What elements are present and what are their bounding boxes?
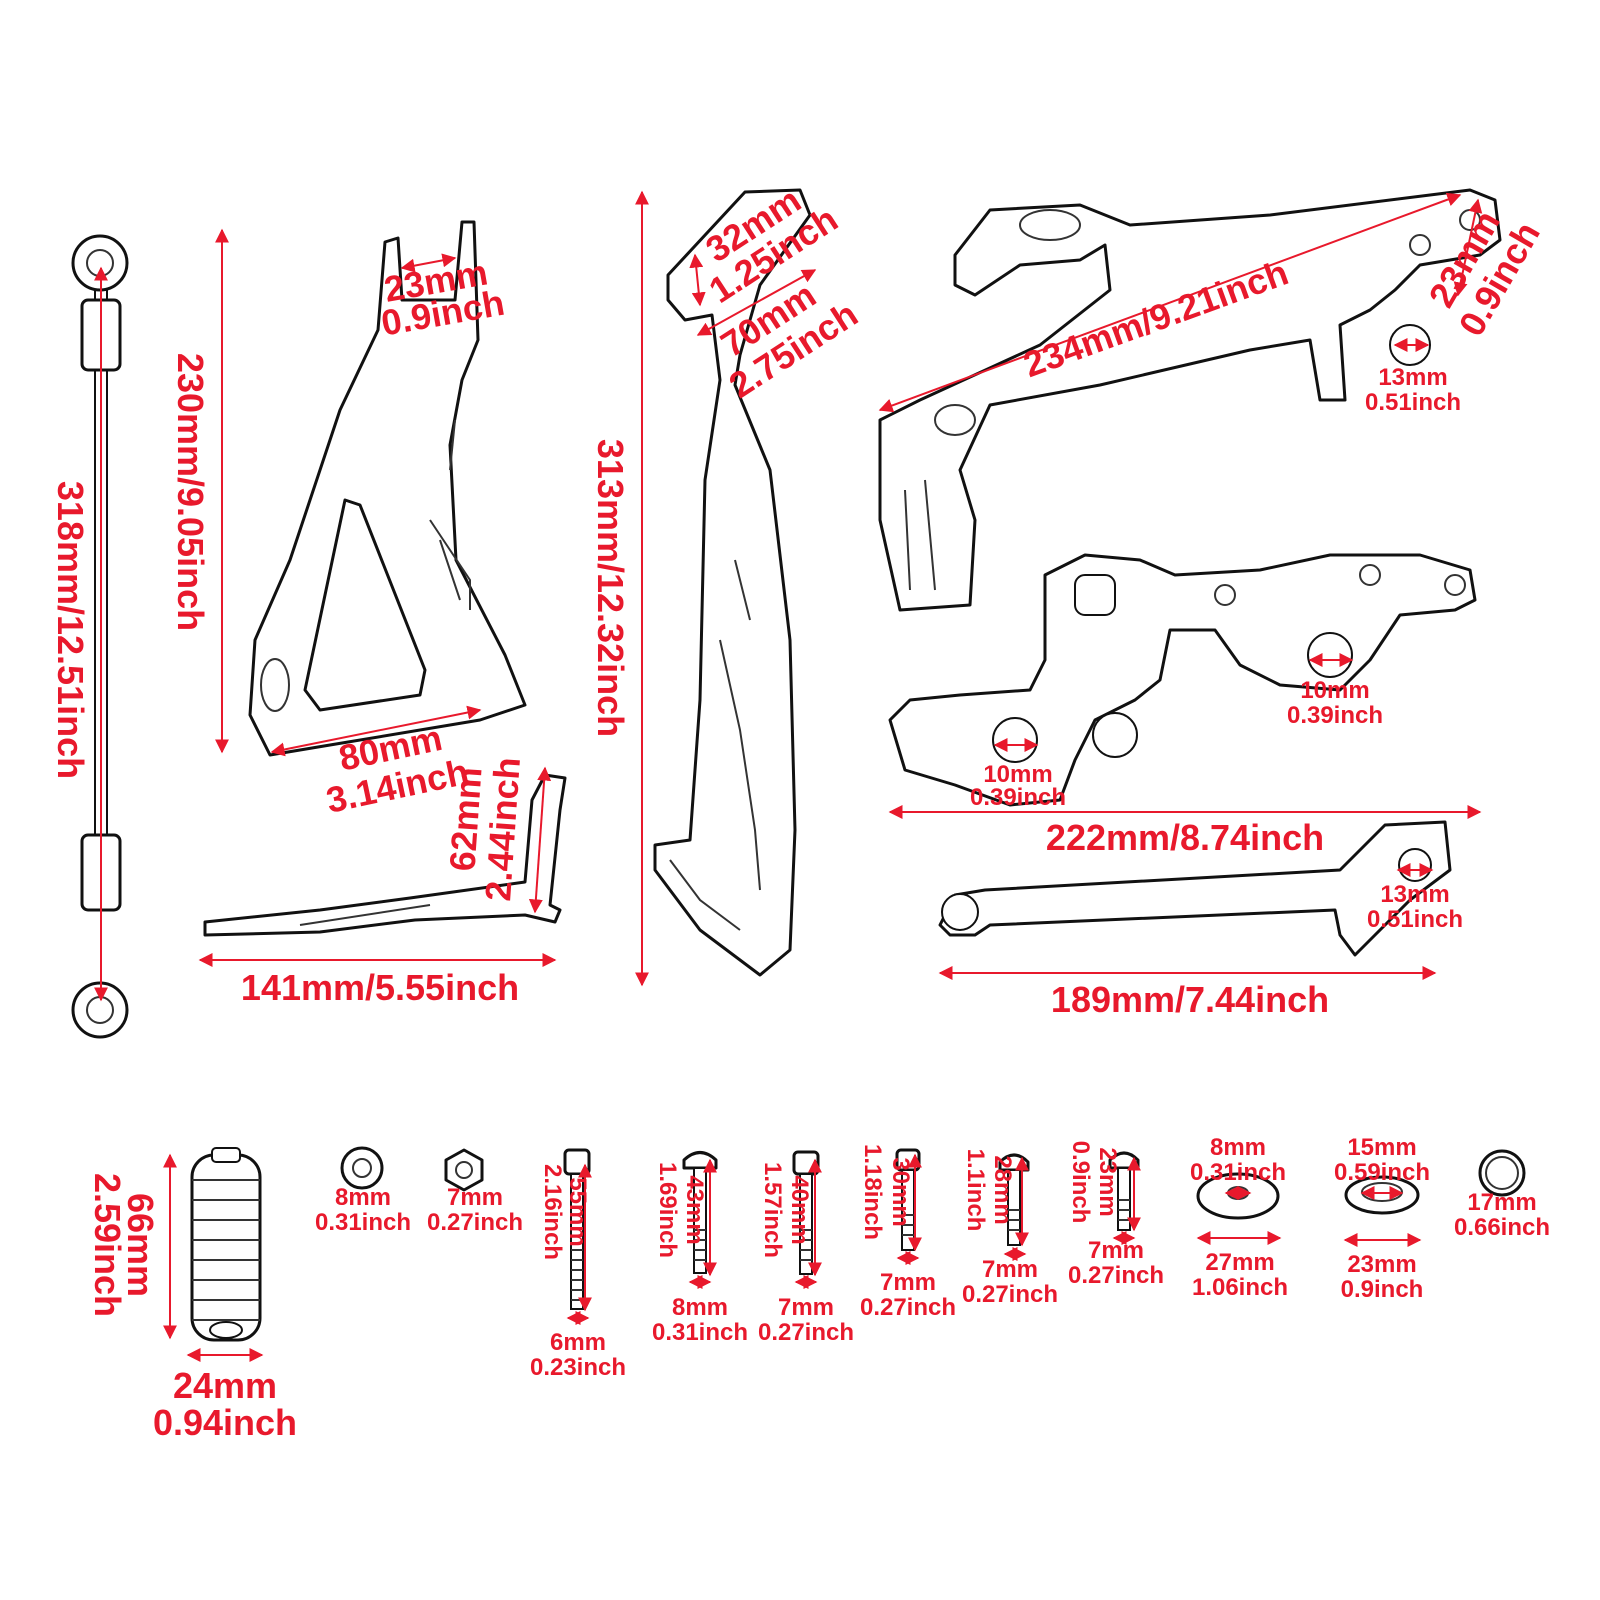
brake-arm <box>653 188 812 977</box>
washer2-in-in-label: 0.59inch <box>1334 1159 1430 1186</box>
washer2-in-mm-label: 15mm <box>1347 1134 1416 1161</box>
lever-hole-in-label: 0.51inch <box>1365 389 1461 416</box>
bolt23-len-in-label: 0.9inch <box>1067 1141 1094 1224</box>
shifter-height-mm-label: 62mm <box>441 766 489 873</box>
peg-height-mm-label: 66mm <box>120 1193 161 1297</box>
washer1-out-in-label: 1.06inch <box>1192 1274 1288 1301</box>
bolt23-dia-mm-label: 7mm <box>1088 1237 1144 1264</box>
nut-8mm <box>340 1146 384 1190</box>
bolt55-dia-mm-label: 6mm <box>550 1329 606 1356</box>
brake-arm-length-label: 313mm/12.32inch <box>590 439 631 737</box>
peg-height-in-label: 2.59inch <box>87 1173 128 1317</box>
bolt30-dia-mm-label: 7mm <box>880 1269 936 1296</box>
bolt23-dia-in-label: 0.27inch <box>1068 1262 1164 1289</box>
rod-length-label: 318mm/12.51inch <box>50 481 91 779</box>
lever-hole-mm-label: 13mm <box>1378 364 1447 391</box>
foot-peg <box>190 1147 262 1342</box>
link-hole-in-label: 0.51inch <box>1367 906 1463 933</box>
bolt28-dia-mm-label: 7mm <box>982 1256 1038 1283</box>
mount-plate <box>888 553 1477 807</box>
washer2-out-mm-label: 23mm <box>1347 1251 1416 1278</box>
bolt40-len-mm-label: 40mm <box>786 1175 813 1244</box>
bolt28-len-mm-label: 28mm <box>989 1155 1016 1224</box>
washer2-out-in-label: 0.9inch <box>1341 1276 1424 1303</box>
nut-7mm <box>444 1148 484 1192</box>
retaining-ring <box>1478 1149 1526 1197</box>
bolt23-len-mm-label: 23mm <box>1094 1147 1121 1216</box>
bolt30-len-mm-label: 30mm <box>887 1157 914 1226</box>
mount-hole1-in-label: 0.39inch <box>1287 702 1383 729</box>
peg-width-in-label: 0.94inch <box>153 1402 297 1443</box>
link-hole-mm-label: 13mm <box>1380 881 1449 908</box>
bolt43-len-in-label: 1.69inch <box>654 1162 681 1258</box>
nut1-in-label: 0.31inch <box>315 1209 411 1236</box>
washer1-out-mm-label: 27mm <box>1205 1249 1274 1276</box>
bolt40-len-in-label: 1.57inch <box>759 1162 786 1258</box>
bracket-height-label: 230mm/9.05inch <box>170 353 211 631</box>
link-length-label: 189mm/7.44inch <box>1051 979 1329 1020</box>
mount-hole2-mm-label: 10mm <box>983 761 1052 788</box>
bolt43-dia-in-label: 0.31inch <box>652 1319 748 1346</box>
washer1-in-in-label: 0.31inch <box>1190 1159 1286 1186</box>
bolt40-dia-mm-label: 7mm <box>778 1294 834 1321</box>
shifter-arm <box>203 773 567 937</box>
bolt28-dia-in-label: 0.27inch <box>962 1281 1058 1308</box>
peg-width-mm-label: 24mm <box>173 1365 277 1406</box>
bolt55-len-mm-label: 55mm <box>564 1177 591 1246</box>
ring-mm-label: 17mm <box>1467 1189 1536 1216</box>
mount-hole1-mm-label: 10mm <box>1300 677 1369 704</box>
bolt30-dia-in-label: 0.27inch <box>860 1294 956 1321</box>
bolt28-len-in-label: 1.1inch <box>962 1149 989 1232</box>
bolt55-dia-in-label: 0.23inch <box>530 1354 626 1381</box>
washer1-in-mm-label: 8mm <box>1210 1134 1266 1161</box>
bolt43-len-mm-label: 43mm <box>681 1175 708 1244</box>
shifter-height-in-label: 2.44inch <box>477 756 528 903</box>
bolt30-len-in-label: 1.18inch <box>859 1144 886 1240</box>
mount-length-label: 222mm/8.74inch <box>1046 817 1324 858</box>
bolt43-dia-mm-label: 8mm <box>672 1294 728 1321</box>
nut1-mm-label: 8mm <box>335 1184 391 1211</box>
shifter-length-label: 141mm/5.55inch <box>241 967 519 1008</box>
ring-in-label: 0.66inch <box>1454 1214 1550 1241</box>
bolt55-len-in-label: 2.16inch <box>539 1164 566 1260</box>
a-frame-bracket <box>248 220 527 757</box>
bolt40-dia-in-label: 0.27inch <box>758 1319 854 1346</box>
nut2-in-label: 0.27inch <box>427 1209 523 1236</box>
nut2-mm-label: 7mm <box>447 1184 503 1211</box>
mount-hole2-in-label: 0.39inch <box>970 784 1066 811</box>
